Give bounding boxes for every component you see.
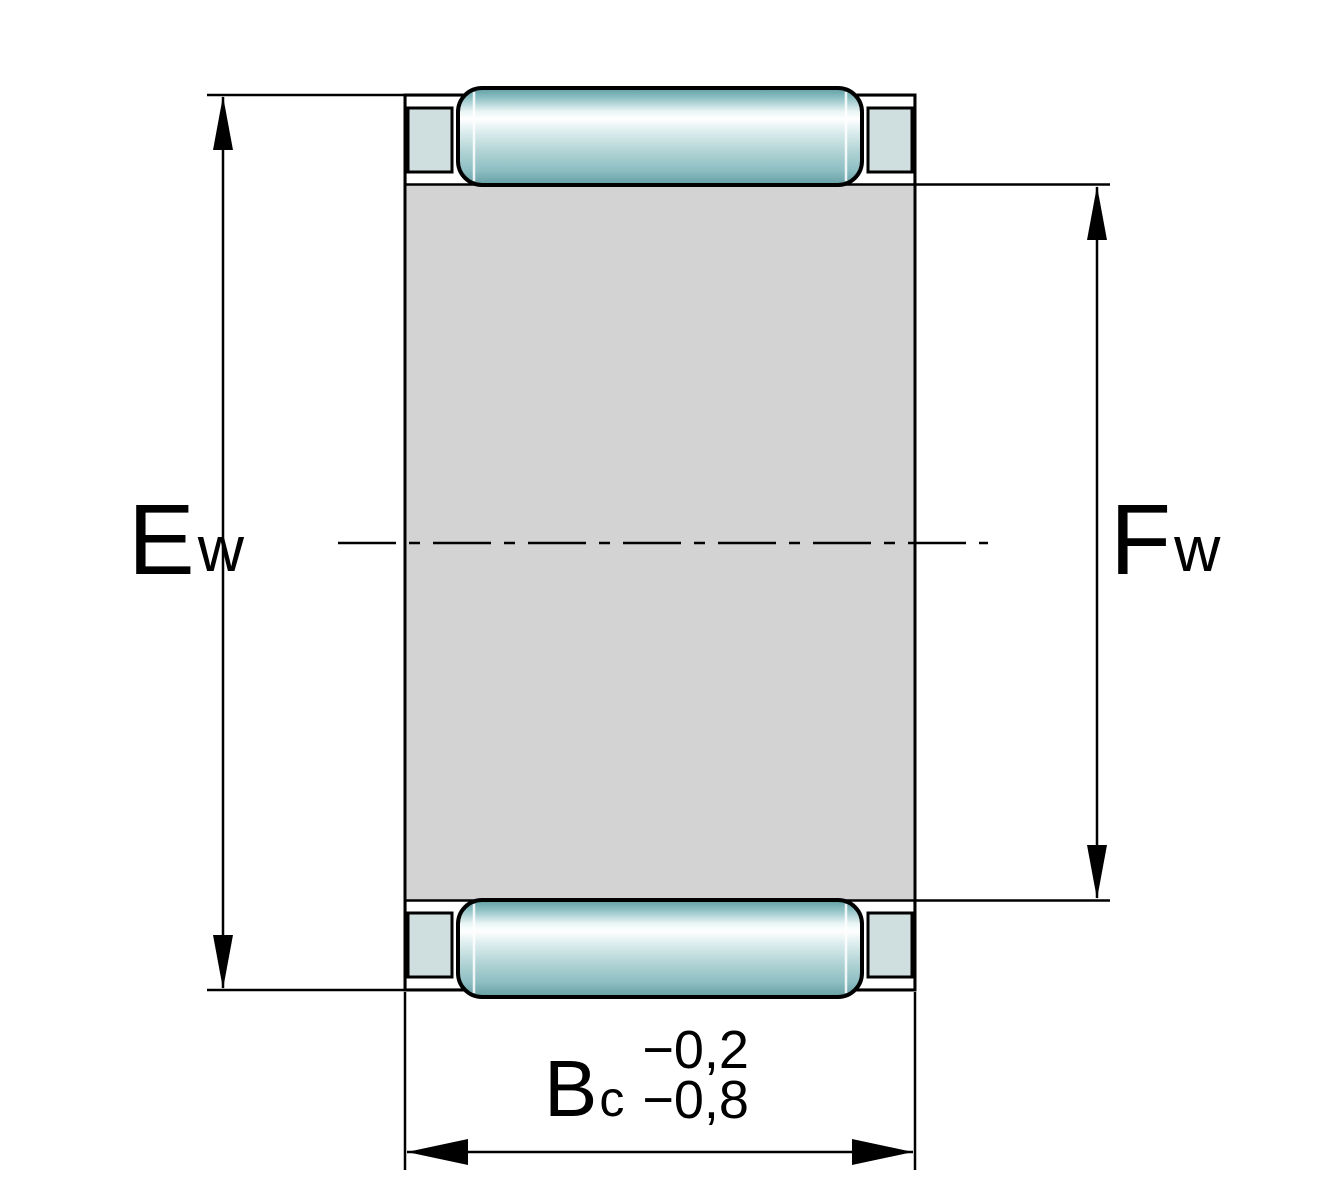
bc-label-main: B [544, 1044, 598, 1134]
fw-label-main: F [1110, 484, 1172, 596]
cage-bar-top-left [406, 106, 454, 174]
fw-arrowhead-up [1087, 186, 1107, 240]
bc-label-subscript: c [599, 1071, 625, 1128]
bc-label: Bc [544, 1049, 624, 1129]
ew-label-main: E [128, 484, 195, 596]
cage-bar-bottom-right [866, 911, 914, 979]
bc-arrowhead-left [407, 1139, 468, 1165]
bc-arrowhead-right [852, 1139, 913, 1165]
ew-arrowhead-down [213, 935, 233, 989]
bc-tolerance-lower: −0,8 [642, 1069, 749, 1130]
bottom-needle-roller [456, 898, 864, 999]
ew-label-subscript: w [197, 512, 244, 585]
bc-tolerance-upper: −0,2 [642, 1020, 749, 1080]
top-needle-roller [456, 86, 864, 187]
ew-dimension-label: E w [128, 490, 244, 590]
bc-dimension-label: Bc −0,2 −0,8 [544, 1020, 749, 1130]
fw-label-subscript: w [1174, 512, 1221, 585]
cage-bar-top-right [866, 106, 914, 174]
bc-tolerance-stack: −0,2 −0,8 [642, 1020, 749, 1130]
ew-arrowhead-up [213, 96, 233, 150]
fw-dimension-label: F w [1110, 490, 1220, 590]
fw-arrowhead-down [1087, 845, 1107, 899]
cage-bar-bottom-left [406, 911, 454, 979]
